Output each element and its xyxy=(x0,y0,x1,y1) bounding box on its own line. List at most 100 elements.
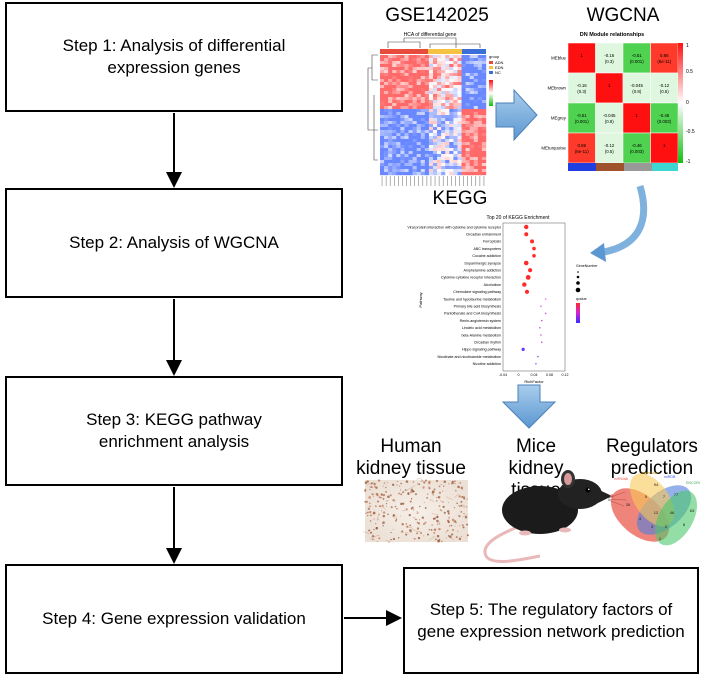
heatmap-cell xyxy=(408,145,413,149)
heatmap-cell xyxy=(392,154,397,158)
heatmap-cell xyxy=(461,82,466,86)
tissue-speck xyxy=(400,531,402,533)
pathway-bubble xyxy=(544,312,547,315)
heatmap-cell xyxy=(465,154,470,158)
heatmap-cell xyxy=(453,61,458,65)
tissue-speck xyxy=(373,528,375,531)
heatmap-cell xyxy=(477,142,483,146)
heatmap-cell xyxy=(408,121,413,125)
heatmap-cell xyxy=(400,100,405,104)
heatmap-cell xyxy=(461,85,466,89)
heatmap-cell xyxy=(465,169,470,173)
module-cell-value: 0.86 xyxy=(577,143,586,148)
heatmap-cell xyxy=(453,166,458,170)
heatmap-cell xyxy=(445,133,450,137)
regulators-label: Regulators prediction xyxy=(606,436,698,479)
tissue-speck xyxy=(420,532,422,534)
heatmap-cell xyxy=(437,121,442,125)
module-cell-value: -0.045 xyxy=(631,83,644,88)
heatmap-cell xyxy=(404,118,409,122)
heatmap-cell xyxy=(445,76,450,80)
tissue-speck xyxy=(438,491,442,494)
heatmap-cell xyxy=(404,154,409,158)
scale-tick-m1: -1 xyxy=(686,159,691,165)
heatmap-cell xyxy=(461,124,466,128)
heatmap-cell xyxy=(392,160,397,164)
module-cell xyxy=(567,42,596,74)
heatmap-cell xyxy=(392,169,397,173)
pathway-bubble xyxy=(540,334,542,336)
heatmap-cell xyxy=(477,85,483,89)
tissue-speck xyxy=(396,484,398,486)
heatmap-cell xyxy=(412,133,417,137)
heatmap-cell xyxy=(477,118,483,122)
tissue-speck xyxy=(375,486,378,489)
heatmap-cell xyxy=(428,106,434,110)
tissue-speck xyxy=(395,518,398,520)
heatmap-cell xyxy=(412,85,417,89)
heatmap-cell xyxy=(449,148,454,152)
tissue-fiber xyxy=(431,512,439,516)
pathway-label: Cocaine addiction xyxy=(472,254,501,258)
heatmap-cell xyxy=(384,67,389,71)
heatmap-cell xyxy=(408,136,413,140)
heatmap-cell xyxy=(404,100,409,104)
module-cell-value: -0.12 xyxy=(604,143,615,148)
heatmap-cell xyxy=(473,148,479,152)
heatmap-cell xyxy=(396,130,401,134)
heatmap-cell xyxy=(457,85,462,89)
heatmap-cell xyxy=(380,97,385,101)
heatmap-cell xyxy=(404,82,409,86)
heatmap-cell xyxy=(380,151,385,155)
heatmap-cell xyxy=(416,91,421,95)
heatmap-title: HCA of differential gene xyxy=(404,32,457,38)
heatmap-cell xyxy=(437,160,442,164)
heatmap-cell xyxy=(469,136,474,140)
tissue-speck xyxy=(385,490,388,493)
heatmap-cell xyxy=(392,130,397,134)
heatmap-cell xyxy=(477,64,483,68)
heatmap-cell xyxy=(384,169,389,173)
heatmap-cell xyxy=(408,64,413,68)
tissue-speck xyxy=(442,485,445,487)
tissue-speck xyxy=(369,486,371,488)
heatmap-cell xyxy=(477,82,483,86)
heatmap-cell xyxy=(449,151,454,155)
tissue-speck xyxy=(373,495,375,497)
heatmap-cell xyxy=(412,61,417,65)
heatmap-cell xyxy=(408,160,413,164)
pathway-bubble xyxy=(544,298,547,300)
tissue-speck xyxy=(436,500,438,502)
heatmap-cell xyxy=(433,124,438,128)
tissue-fiber xyxy=(457,504,466,509)
heatmap-cell xyxy=(384,55,389,59)
heatmap-cell xyxy=(408,118,413,122)
heatmap-cell xyxy=(428,118,434,122)
tissue-speck xyxy=(459,525,461,527)
heatmap-cell xyxy=(441,157,446,161)
heatmap-cell xyxy=(404,97,409,101)
heatmap-cell xyxy=(469,67,474,71)
heatmap-cell xyxy=(469,130,474,134)
wgcna-label: WGCNA xyxy=(586,5,660,26)
heatmap-cell xyxy=(477,157,483,161)
heatmap-cell xyxy=(445,67,450,71)
heatmap-cell xyxy=(384,94,389,98)
module-cell xyxy=(650,42,679,74)
heatmap-cell xyxy=(481,70,487,74)
heatmap-cell xyxy=(428,73,434,77)
heatmap-cell xyxy=(428,58,434,62)
tissue-fiber xyxy=(462,514,469,518)
heatmap-cell xyxy=(457,79,462,83)
heatmap-cell xyxy=(481,64,487,68)
heatmap-cell xyxy=(445,61,450,65)
heatmap-cell xyxy=(433,145,438,149)
heatmap-cell xyxy=(441,127,446,131)
heatmap-cell xyxy=(477,109,483,113)
heatmap-cell xyxy=(437,127,442,131)
tissue-speck xyxy=(409,529,412,532)
heatmap-cell xyxy=(469,121,474,125)
gse-label: GSE142025 xyxy=(385,5,489,26)
heatmap-cell xyxy=(388,109,393,113)
heatmap-cell xyxy=(453,172,458,176)
